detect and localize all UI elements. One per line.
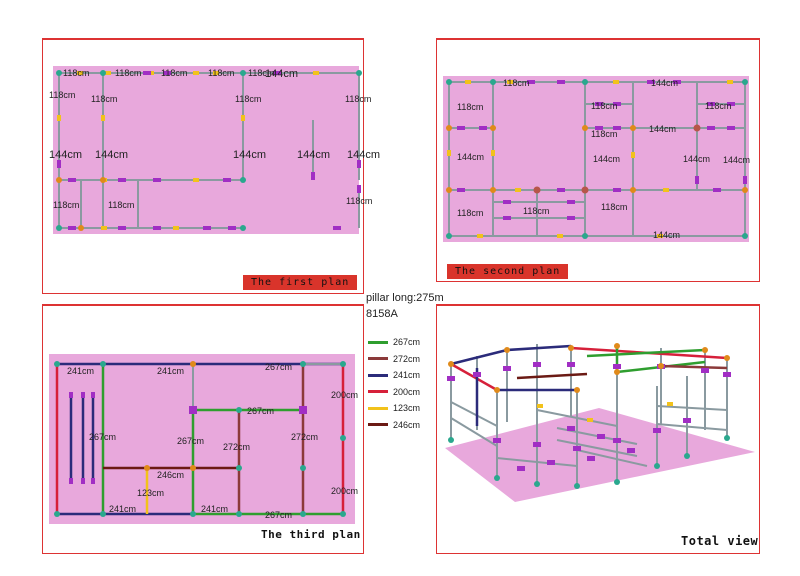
- plan3-label: 241cm: [67, 366, 94, 376]
- third-plan-caption: The third plan: [261, 528, 361, 541]
- plan2-label: 118cm: [457, 208, 483, 218]
- legend-item: 241cm: [368, 367, 420, 384]
- plan1-label: 118cm: [53, 200, 79, 210]
- plan1-label: 118cm: [161, 68, 187, 78]
- plan2-label: 144cm: [683, 154, 710, 164]
- plan1-label: 118cm: [235, 94, 261, 104]
- legend-item: 246cm: [368, 417, 420, 434]
- plan2-label: 118cm: [705, 101, 731, 111]
- total-view-3d: [445, 343, 755, 502]
- plan1-label: 118cm: [208, 68, 234, 78]
- legend: 267cm 272cm 241cm 200cm 123cm 246cm: [368, 334, 420, 433]
- legend-item: 123cm: [368, 400, 420, 417]
- plan2-label: 118cm: [457, 102, 483, 112]
- legend-label: 200cm: [393, 386, 421, 397]
- total-view-panel: Total view: [436, 304, 760, 554]
- total-view-caption: Total view: [681, 534, 759, 548]
- plan3-label: 200cm: [331, 390, 358, 400]
- second-plan-tag: The second plan: [447, 264, 569, 279]
- plan2-label: 144cm: [649, 124, 676, 134]
- plan2-label: 144cm: [593, 154, 620, 164]
- plan2-label: 144cm: [653, 230, 680, 240]
- plan1-label: 118cm: [115, 68, 141, 78]
- plan2-label: 118cm: [591, 101, 617, 111]
- plan3-label: 123cm: [137, 488, 164, 498]
- plan2-label: 118cm: [523, 206, 549, 216]
- first-plan-tag: The first plan: [243, 275, 358, 290]
- third-plan-diagram: 241cm 241cm 267cm 267cm 200cm 267cm 267c…: [49, 354, 358, 524]
- plan1-label: 144cm: [233, 149, 266, 161]
- plan1-label: 118cm: [248, 68, 274, 78]
- legend-label: 246cm: [393, 419, 421, 430]
- legend-item: 267cm: [368, 334, 420, 351]
- plan1-label: 118cm: [346, 196, 372, 206]
- plan1-label: 118cm: [63, 68, 89, 78]
- first-plan-diagram: 118cm 118cm 118cm 118cm 118cm 144cm 118c…: [49, 66, 380, 234]
- plan3-label: 241cm: [201, 504, 228, 514]
- legend-swatch: [368, 340, 388, 344]
- legend-swatch: [368, 390, 388, 394]
- plan3-label: 200cm: [331, 486, 358, 496]
- plan2-label: 118cm: [503, 78, 529, 88]
- legend-label: 241cm: [393, 370, 421, 381]
- plan1-label: 144cm: [347, 149, 380, 161]
- legend-item: 272cm: [368, 351, 420, 368]
- legend-label: 272cm: [393, 353, 421, 364]
- plan1-label: 144cm: [265, 68, 298, 80]
- third-plan-panel: 241cm 241cm 267cm 267cm 200cm 267cm 267c…: [42, 304, 364, 554]
- second-plan-panel: 118cm 144cm 118cm 118cm 118cm 118cm 144c…: [436, 38, 760, 282]
- plan3-label: 272cm: [223, 442, 250, 452]
- first-plan-panel: 118cm 118cm 118cm 118cm 118cm 144cm 118c…: [42, 38, 380, 294]
- plan3-label: 267cm: [177, 436, 204, 446]
- plan3-label: 267cm: [265, 510, 292, 520]
- plan1-label: 144cm: [95, 149, 128, 161]
- plan3-label: 267cm: [265, 362, 292, 372]
- legend-item: 200cm: [368, 384, 420, 401]
- plan3-label: 267cm: [89, 432, 116, 442]
- plan2-label: 118cm: [591, 129, 617, 139]
- plan3-label: 241cm: [157, 366, 184, 376]
- legend-label: 267cm: [393, 337, 421, 348]
- plan3-label: 241cm: [109, 504, 136, 514]
- second-plan-diagram: 118cm 144cm 118cm 118cm 118cm 118cm 144c…: [443, 76, 750, 242]
- plan2-label: 144cm: [457, 152, 484, 162]
- plan3-label: 246cm: [157, 470, 184, 480]
- plan1-label: 118cm: [108, 200, 134, 210]
- plan1-label: 118cm: [345, 94, 371, 104]
- plan1-label: 144cm: [297, 149, 330, 161]
- pillar-length: pillar long:275m: [366, 292, 444, 304]
- plan3-label: 267cm: [247, 406, 274, 416]
- plan2-label: 144cm: [651, 78, 678, 88]
- legend-label: 123cm: [393, 403, 421, 414]
- plan2-label: 144cm: [723, 155, 750, 165]
- legend-swatch: [368, 423, 388, 427]
- plan3-label: 272cm: [291, 432, 318, 442]
- legend-swatch: [368, 373, 388, 377]
- model-number: 8158A: [366, 308, 398, 320]
- legend-swatch: [368, 406, 388, 410]
- plan2-label: 118cm: [601, 202, 627, 212]
- plan1-label: 118cm: [49, 90, 75, 100]
- plan1-label: 118cm: [91, 94, 117, 104]
- plan1-label: 144cm: [49, 149, 82, 161]
- legend-swatch: [368, 357, 388, 361]
